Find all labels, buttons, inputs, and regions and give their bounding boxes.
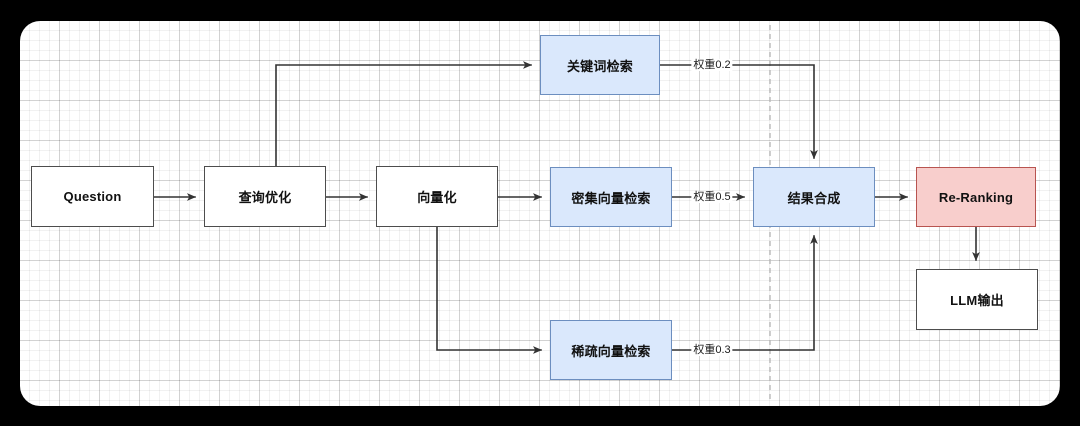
node-keyword-search[interactable]: 关键词检索 [540, 35, 660, 95]
node-result-fusion[interactable]: 结果合成 [753, 167, 875, 227]
node-llm-output[interactable]: LLM输出 [916, 269, 1038, 330]
edge-label-weight-sparse: 权重0.3 [691, 344, 733, 356]
edge-label-weight-dense: 权重0.5 [691, 191, 733, 203]
edge-label-weight-keyword: 权重0.2 [691, 59, 733, 71]
node-question[interactable]: Question [31, 166, 154, 227]
node-sparse-vector-search[interactable]: 稀疏向量检索 [550, 320, 672, 380]
node-vectorize[interactable]: 向量化 [376, 166, 498, 227]
node-re-ranking[interactable]: Re-Ranking [916, 167, 1036, 227]
node-dense-vector-search[interactable]: 密集向量检索 [550, 167, 672, 227]
node-query-rewrite[interactable]: 查询优化 [204, 166, 326, 227]
